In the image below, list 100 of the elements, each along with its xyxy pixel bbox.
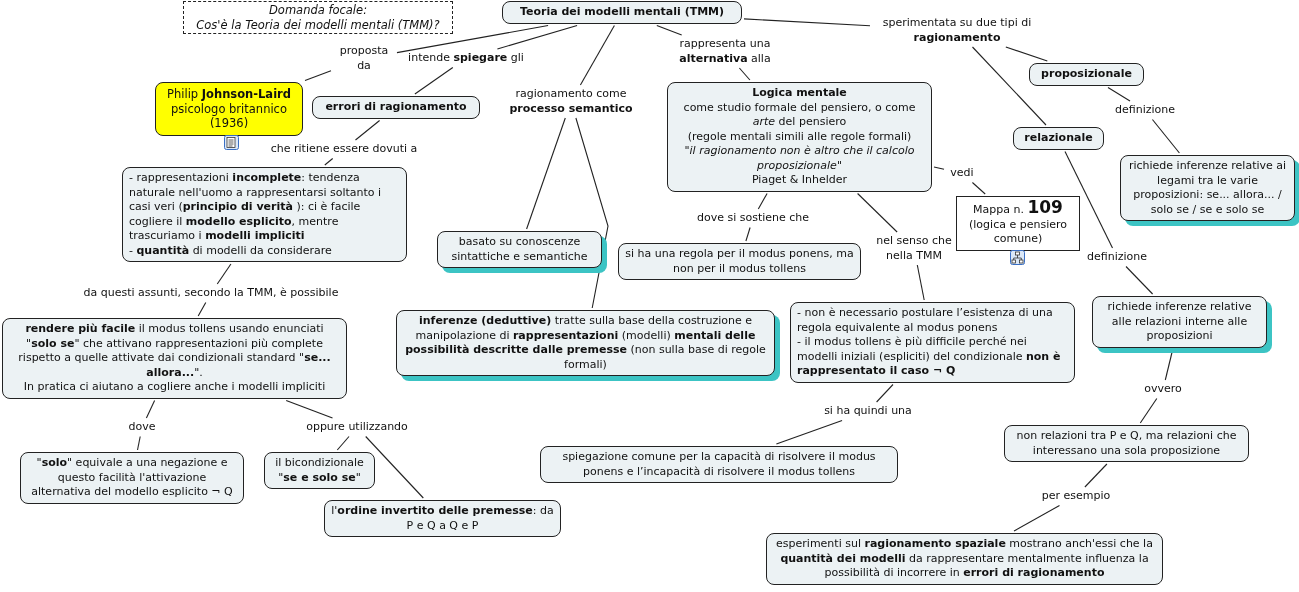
concept-text: errori di ragionamento bbox=[324, 100, 468, 115]
connector-line bbox=[971, 46, 1047, 126]
linking-phrase: definizione bbox=[1106, 103, 1184, 118]
connector-line bbox=[324, 157, 334, 166]
linking-phrase: che ritiene essere dovuti a bbox=[258, 142, 430, 157]
connector-line bbox=[304, 70, 332, 82]
linking-phrase: intende spiegare gli bbox=[398, 51, 534, 66]
concept-text: richiede inferenze relative alle relazioni interne alle proposizioni bbox=[1106, 300, 1253, 344]
concept-text: Teoria dei modelli mentali (TMM) bbox=[518, 5, 726, 20]
concept-box bbox=[1013, 127, 1104, 150]
concept-text: (regole mentali simili alle regole formali) bbox=[686, 129, 913, 144]
concept-text: - il modus tollens è più difficile perché nei modelli iniziali (espliciti) del condizionale non è rappresentato il caso ¬ Q bbox=[797, 335, 1062, 379]
connector-line bbox=[743, 18, 871, 27]
concept-box bbox=[2, 318, 347, 399]
linking-phrase: dove si sostiene che bbox=[688, 211, 818, 226]
connector-line bbox=[1139, 397, 1158, 424]
concept-box bbox=[264, 452, 375, 489]
concept-box bbox=[540, 446, 898, 483]
linking-phrase: per esempio bbox=[1034, 489, 1118, 504]
connector-line bbox=[971, 181, 986, 195]
concept-text: relazionale bbox=[1023, 131, 1094, 146]
connector-line bbox=[933, 166, 945, 170]
concept-box bbox=[20, 452, 244, 504]
concept-text: come studio formale del pensiero, o come arte del pensiero bbox=[682, 100, 917, 130]
connector-line bbox=[496, 24, 578, 50]
connector-line bbox=[775, 419, 843, 445]
connector-line bbox=[414, 66, 454, 95]
concept-text: Piaget & Inhelder bbox=[750, 173, 849, 188]
concept-text: si ha una regola per il modus ponens, ma non per il modus tollens bbox=[625, 247, 854, 276]
concept-text: basato su conoscenze sintattiche e semantiche bbox=[450, 235, 589, 264]
connector-line bbox=[396, 24, 549, 54]
connector-line bbox=[745, 226, 751, 242]
linking-phrase: vedi bbox=[946, 166, 978, 181]
linking-phrase: ovvero bbox=[1138, 382, 1188, 397]
connector-line bbox=[579, 24, 615, 86]
linking-phrase: ragionamento come processo semantico bbox=[500, 87, 642, 116]
connector-line bbox=[526, 117, 566, 230]
concept-text: inferenze (deduttive) tratte sulla base della costruzione e manipolazione di rappresentazioni (modelli) mentali delle possibilità descritte dalle premesse (non sulla base di regole formali) bbox=[404, 314, 767, 372]
connector-line bbox=[197, 301, 207, 317]
concept-text: "solo" equivale a una negazione e questo facilità l'attivazione alternativa del modello esplicito ¬ Q bbox=[30, 456, 234, 500]
connector-line bbox=[354, 119, 381, 141]
concept-text: il bicondizionale "se e solo se" bbox=[274, 456, 365, 485]
connector-line bbox=[1107, 86, 1131, 102]
connector-line bbox=[1125, 265, 1154, 295]
concept-text: - quantità di modelli da considerare bbox=[129, 243, 333, 258]
linking-phrase: nel senso che nella TMM bbox=[866, 234, 962, 263]
concept-text: l'ordine invertito delle premesse: da P e Q a Q e P bbox=[331, 504, 554, 533]
concept-box bbox=[1004, 425, 1249, 462]
concept-text: Cos'è la Teoria dei modelli mentali (TMM)? bbox=[195, 17, 441, 32]
connector-line bbox=[857, 192, 898, 233]
connector-line bbox=[1005, 46, 1048, 62]
concept-text: Philip Johnson-Laird psicologo britannico (1936) bbox=[166, 87, 292, 131]
connector-line bbox=[1084, 463, 1108, 488]
concept-text: Mappa n. 109 bbox=[972, 200, 1064, 218]
concept-text: spiegazione comune per la capacità di risolvere il modus ponens e l’incapacità di risolvere il modus tollens bbox=[561, 450, 877, 479]
concept-box bbox=[122, 167, 407, 262]
concept-text: proposizionale bbox=[1040, 67, 1133, 82]
connector-line bbox=[1151, 118, 1180, 154]
linking-phrase: dove bbox=[122, 420, 162, 435]
concept-text: (logica e pensiero comune) bbox=[968, 217, 1068, 247]
linking-phrase: proposta da bbox=[333, 44, 395, 73]
map-reference-box bbox=[956, 196, 1080, 251]
connector-line bbox=[145, 399, 156, 419]
connector-line bbox=[216, 263, 232, 285]
linking-phrase: da questi assunti, secondo la TMM, è possibile bbox=[66, 286, 356, 301]
connector-line bbox=[1064, 150, 1114, 249]
connector-line bbox=[916, 264, 925, 301]
concept-box bbox=[324, 500, 561, 537]
concept-text: esperimenti sul ragionamento spaziale mostrano anch'essi che la quantità dei modelli da rappresentare mentalmente influenza la possibilità di incorrere in errori di ragionamento bbox=[775, 537, 1154, 581]
concept-text: In pratica ci aiutano a cogliere anche i modelli impliciti bbox=[22, 380, 327, 395]
connector-line bbox=[365, 435, 424, 499]
concept-box bbox=[667, 82, 932, 192]
connector-line bbox=[336, 435, 350, 451]
concept-heading: Logica mentale bbox=[751, 86, 848, 101]
concept-text: richiede inferenze relative ai legami tra le varie proposizioni: se... allora... / solo se / se e solo se bbox=[1127, 159, 1288, 217]
concept-text: - non è necessario postulare l’esistenza di una regola equivalente al modus ponens bbox=[797, 306, 1054, 335]
connector-line bbox=[757, 192, 768, 210]
connector-line bbox=[136, 435, 141, 451]
focus-question-box bbox=[183, 1, 453, 34]
concept-text: "il ragionamento non è altro che il calcolo proposizionale" bbox=[683, 144, 916, 173]
concept-box bbox=[502, 1, 742, 24]
linking-phrase: oppure utilizzando bbox=[296, 420, 418, 435]
concept-text: non relazioni tra P e Q, ma relazioni che interessano una sola proposizione bbox=[1015, 429, 1238, 458]
concept-box bbox=[312, 96, 480, 119]
concept-text: Domanda focale: bbox=[268, 3, 368, 18]
connector-line bbox=[876, 383, 894, 403]
linking-phrase: rappresenta una alternativa alla bbox=[668, 37, 782, 66]
connector-line bbox=[285, 399, 334, 419]
concept-box bbox=[1029, 63, 1144, 86]
person-box bbox=[155, 82, 303, 136]
linking-phrase: si ha quindi una bbox=[815, 404, 921, 419]
concept-box bbox=[766, 533, 1163, 585]
connector-line bbox=[656, 24, 683, 36]
linking-phrase: definizione bbox=[1078, 250, 1156, 265]
concept-box bbox=[618, 243, 861, 280]
linking-phrase: sperimentata su due tipi di ragionamento bbox=[872, 16, 1042, 45]
concept-box bbox=[790, 302, 1075, 383]
connector-line bbox=[1013, 504, 1061, 532]
concept-text: rendere più facile il modus tollens usando enunciati "solo se" che attivano rappresentazioni più complete rispetto a quelle attivate dai condizionali standard "se... allora...". bbox=[17, 322, 332, 380]
connector-line bbox=[738, 67, 751, 81]
